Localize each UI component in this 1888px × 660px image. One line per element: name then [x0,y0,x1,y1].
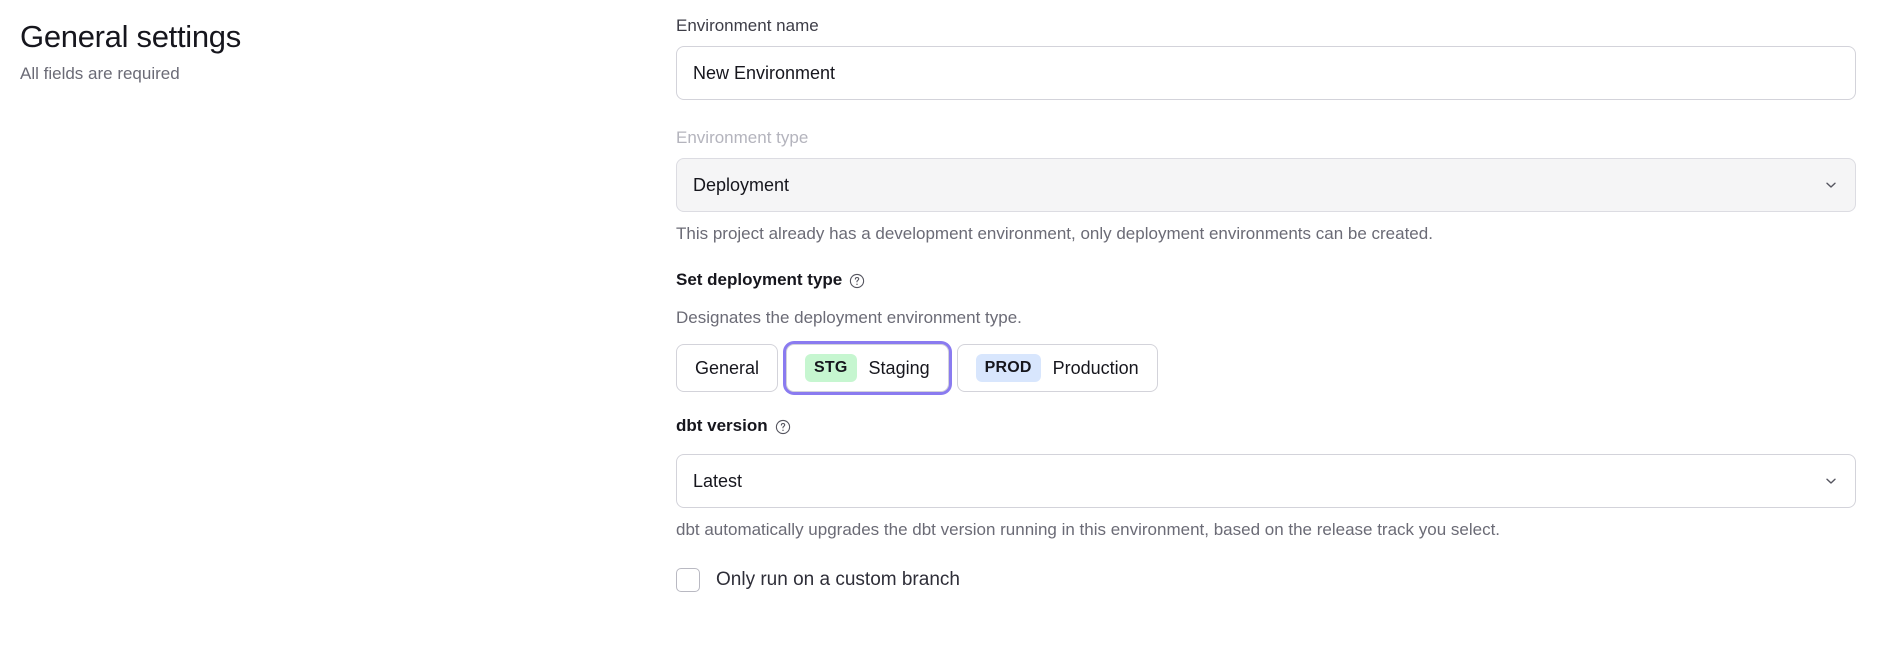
question-circle-icon[interactable] [849,273,865,289]
deployment-type-options: General STG Staging PROD Production [676,344,1856,392]
dbt-version-select-value: Latest [676,454,1856,508]
deployment-type-option-staging-label: Staging [868,357,930,378]
deployment-type-option-production[interactable]: PROD Production [956,344,1158,392]
environment-type-select: Deployment [676,158,1856,212]
page-title: General settings [20,19,241,54]
deployment-type-option-general-label: General [695,357,760,378]
dbt-version-label: dbt version [676,416,768,435]
dbt-version-field: dbt version Latest dbt automatica [676,414,1856,542]
environment-name-label: Environment name [676,16,819,35]
page-subtitle: All fields are required [20,64,180,83]
staging-badge: STG [805,354,857,382]
deployment-type-label-row: Set deployment type [676,268,865,292]
deployment-type-option-general[interactable]: General [676,344,779,392]
environment-type-select-value: Deployment [676,158,1856,212]
environment-type-label: Environment type [676,128,809,147]
environment-type-field: Environment type Deployment This project… [676,126,1856,246]
dbt-version-label-row: dbt version [676,414,791,438]
deployment-type-description: Designates the deployment environment ty… [676,308,1022,327]
deployment-type-option-production-label: Production [1052,357,1139,378]
page-header: General settings All fields are required [20,18,620,86]
settings-form: Environment name Environment type Deploy… [676,14,1856,592]
deployment-type-label: Set deployment type [676,270,843,289]
custom-branch-label: Only run on a custom branch [716,569,960,590]
dbt-version-select[interactable]: Latest [676,454,1856,508]
environment-name-field: Environment name [676,14,1856,100]
deployment-type-field: Set deployment type Designates the deplo… [676,268,1856,392]
deployment-type-option-staging[interactable]: STG Staging [786,344,949,392]
custom-branch-checkbox[interactable] [676,568,700,592]
production-badge: PROD [975,354,1041,382]
environment-name-input[interactable] [676,46,1856,100]
question-circle-icon[interactable] [775,419,791,435]
custom-branch-row: Only run on a custom branch [676,568,1856,592]
environment-type-helper: This project already has a development e… [676,224,1433,243]
dbt-version-helper: dbt automatically upgrades the dbt versi… [676,520,1501,539]
